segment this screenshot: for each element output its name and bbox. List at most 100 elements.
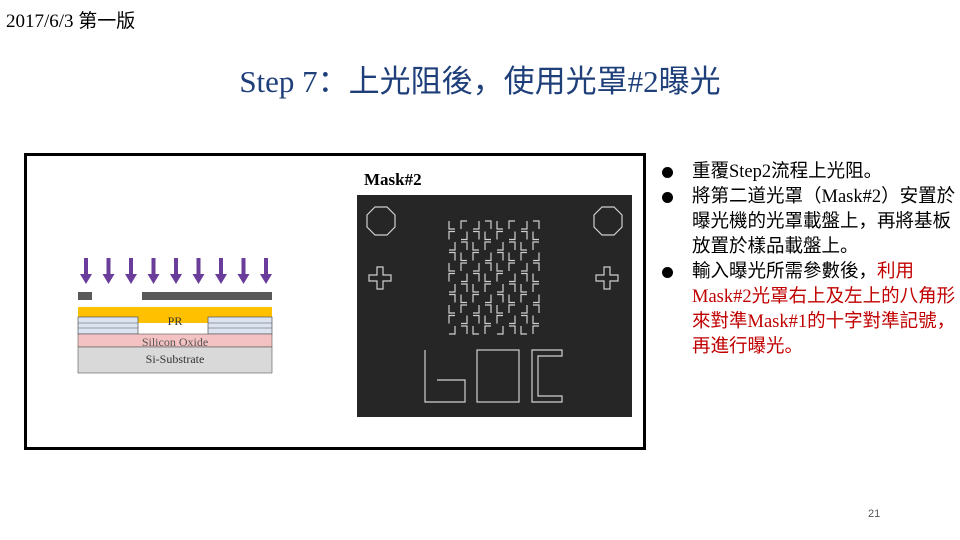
pattern-element (484, 273, 491, 283)
pattern-element (448, 272, 455, 282)
pattern-element (448, 230, 455, 240)
pattern-element (532, 241, 539, 250)
pattern-element (533, 294, 540, 304)
uv-arrow-shaft (129, 258, 133, 274)
film-stack-left (77, 316, 139, 335)
uv-arrow-head (192, 274, 205, 284)
pattern-element (520, 326, 527, 335)
pattern-element (449, 284, 456, 293)
slide-header-date: 2017/6/3 第一版 (6, 11, 136, 32)
pattern-element (472, 293, 479, 303)
pattern-element (508, 262, 515, 271)
pattern-element (484, 241, 491, 250)
pattern-element (484, 315, 491, 325)
pattern-element (448, 221, 455, 230)
letter-o-shape (476, 349, 520, 403)
device-pattern-grid (448, 220, 540, 335)
pattern-element (520, 251, 527, 261)
pattern-element (521, 272, 528, 282)
mask-layout-image (357, 195, 632, 417)
pattern-element (533, 220, 540, 229)
letter-b-shape (424, 350, 466, 403)
uv-arrow-shaft (151, 258, 156, 274)
pattern-element (460, 304, 467, 313)
cross-section-diagram: PR Silicon Oxide Si-Substrate (77, 258, 273, 374)
pattern-element (449, 251, 456, 261)
pattern-element (496, 314, 503, 324)
page-number: 21 (868, 508, 881, 520)
uv-arrow-shaft (106, 258, 111, 274)
uv-arrow-shaft (174, 258, 178, 274)
pattern-element (461, 273, 468, 283)
octagon-align-mark-left (366, 206, 396, 236)
pattern-element (509, 315, 516, 325)
pattern-element (496, 263, 503, 272)
uv-arrow-head (147, 274, 160, 284)
pattern-element (496, 305, 503, 314)
pattern-element (508, 294, 515, 304)
bullet-dot-icon (662, 167, 673, 178)
pattern-element (472, 284, 479, 293)
pattern-element (520, 242, 527, 251)
pattern-element (508, 252, 515, 262)
pattern-element (532, 325, 539, 334)
pattern-element (497, 326, 504, 335)
pattern-element (497, 293, 504, 303)
pattern-element (461, 231, 468, 241)
pattern-element (460, 252, 467, 262)
pattern-element (448, 263, 455, 272)
slide-title: Step 7：上光阻後，使用光罩#2曝光 (239, 64, 721, 99)
pattern-element (532, 273, 539, 283)
pattern-element (460, 262, 467, 271)
pattern-element (473, 314, 480, 324)
pattern-element (532, 231, 539, 241)
octagon-align-mark-right (593, 206, 623, 236)
pattern-element (448, 305, 455, 314)
letter-c-shape (531, 349, 563, 403)
pattern-element (532, 283, 539, 292)
pattern-element (473, 230, 480, 240)
pattern-element (461, 283, 468, 292)
uv-arrow-shaft (241, 258, 246, 274)
pattern-element (520, 284, 527, 293)
pattern-element (484, 231, 491, 241)
bullet-item-1: 重覆Step2流程上光阻。 (658, 160, 958, 185)
pattern-element (473, 272, 480, 282)
pattern-element (460, 220, 467, 229)
pattern-element (473, 305, 480, 314)
substrate-layer (77, 346, 273, 374)
bullet-text-highlight: 利用Mask#2光罩右上及左上的八角形來對準Mask#1的十字對準記號，再進行曝… (692, 262, 956, 357)
uv-arrow-head (215, 274, 227, 284)
pattern-element (472, 242, 479, 251)
uv-arrow-head (170, 274, 182, 284)
pattern-element (461, 325, 468, 334)
pattern-element (460, 294, 467, 304)
pattern-element (509, 283, 516, 292)
pattern-element (533, 262, 540, 271)
substrate-label: Si-Substrate (146, 352, 205, 366)
uv-arrow-head (260, 274, 272, 284)
pattern-element (521, 230, 528, 240)
uv-arrow-head (102, 274, 115, 284)
pr-label: PR (168, 314, 183, 328)
pattern-element (509, 325, 516, 334)
oxide-label: Silicon Oxide (142, 335, 208, 349)
pattern-element (484, 325, 491, 334)
pattern-element (509, 231, 516, 241)
uv-arrow-shaft (84, 258, 88, 274)
pattern-element (472, 251, 479, 261)
pattern-element (449, 326, 456, 335)
pattern-element (521, 305, 528, 314)
bullet-text: 將第二道光罩（Mask#2）安置於曝光機的光罩載盤上，再將基板放置於樣品載盤上。 (692, 187, 956, 257)
mask-label: Mask#2 (364, 170, 422, 189)
uv-arrow-shaft (196, 258, 201, 274)
pattern-element (508, 304, 515, 313)
pattern-element (508, 220, 515, 229)
pattern-element (497, 284, 504, 293)
pattern-element (472, 326, 479, 335)
pattern-element (484, 283, 491, 292)
uv-arrow-head (125, 274, 137, 284)
uv-arrow-shaft (219, 258, 223, 274)
bullet-text: 重覆Step2流程上光阻。 (692, 162, 883, 182)
pattern-element (521, 263, 528, 272)
